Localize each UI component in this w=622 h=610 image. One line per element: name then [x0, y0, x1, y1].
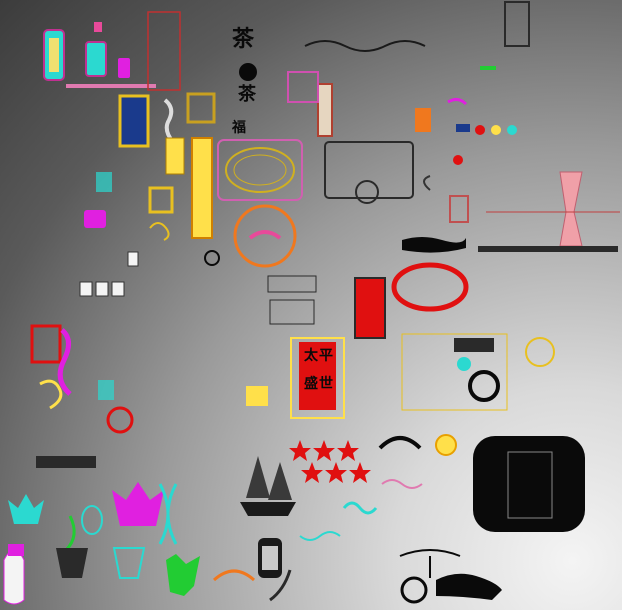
black-bronze-vessel [56, 548, 88, 578]
orange-block [415, 108, 431, 132]
pink-ornate-frame [217, 139, 303, 201]
horse-chariot-silhouette [399, 549, 502, 604]
yellow-small-panel [165, 137, 185, 175]
ink-brush-stroke [402, 237, 466, 253]
navy-icon [456, 124, 470, 132]
gold-medallion [435, 434, 457, 456]
gold-square-frame [186, 92, 216, 124]
gold-swirl-circle [525, 337, 555, 367]
dark-pattern-band [36, 456, 96, 468]
gray-top-frame [504, 1, 530, 47]
blessing-character: 福 [231, 119, 246, 136]
pink-tower-ornament [559, 171, 583, 247]
white-icon-tile-3 [111, 281, 125, 297]
cyan-small-frame [85, 41, 107, 77]
pink-border-strip [66, 84, 156, 88]
calligraphy-plaque: 太 平 盛 世 [290, 337, 345, 419]
yellow-knot [246, 386, 268, 406]
plaque-char-4: 世 [319, 375, 333, 392]
red-ornate-oval [391, 262, 469, 312]
tea-character-mid: 茶 [238, 83, 257, 105]
orange-ring [233, 204, 297, 268]
red-star-row [289, 440, 371, 483]
white-swirl-ornament [163, 98, 175, 144]
red-circle-emblem [106, 406, 134, 434]
magenta-block [84, 210, 106, 228]
plaque-char-1: 太 [304, 347, 319, 364]
magenta-bronze-vessel [112, 482, 164, 526]
red-small-frame [449, 195, 469, 223]
green-bar [480, 66, 496, 70]
cyan-frame-panel [43, 29, 65, 81]
magenta-tag [118, 58, 130, 78]
gray-scroll-frame [269, 299, 315, 325]
small-pink-tag [94, 22, 102, 32]
black-knot-icon [204, 250, 220, 266]
cyan-bronze-vessel [8, 494, 44, 524]
sailing-ship [240, 456, 296, 516]
plaque-char-2: 平 [319, 348, 333, 364]
gold-small-frame [148, 186, 174, 214]
red-lattice [30, 324, 62, 364]
cyan-cloud-scroll [342, 501, 378, 515]
dark-border-strip [478, 246, 618, 252]
tea-character-top: 茶 [232, 26, 255, 52]
black-round-seal [239, 63, 257, 81]
yellow-tall-panel [191, 137, 213, 239]
thin-gold-frame [401, 333, 508, 411]
plaque-char-3: 盛 [304, 375, 318, 392]
red-tall-panel [354, 277, 386, 339]
black-swirl-circle [468, 370, 500, 402]
white-icon-tile-1 [79, 281, 93, 297]
white-icon-tile-2 [95, 281, 109, 297]
cyan-tripod-vessel [158, 483, 178, 545]
white-vase [3, 549, 25, 605]
beige-column [317, 83, 333, 137]
black-window-frame [473, 436, 585, 532]
dark-ornate-frame [324, 141, 414, 199]
calligraphy-stamp: 茶 茶 [232, 26, 257, 105]
navy-panel [118, 94, 150, 148]
palace-lantern [258, 538, 282, 578]
green-dragon-figure [166, 554, 200, 596]
black-scroll-band [304, 40, 426, 52]
red-outline-frame [147, 11, 181, 91]
magenta-dragon-ornament [57, 328, 72, 396]
white-icon-tile-4 [127, 251, 139, 267]
